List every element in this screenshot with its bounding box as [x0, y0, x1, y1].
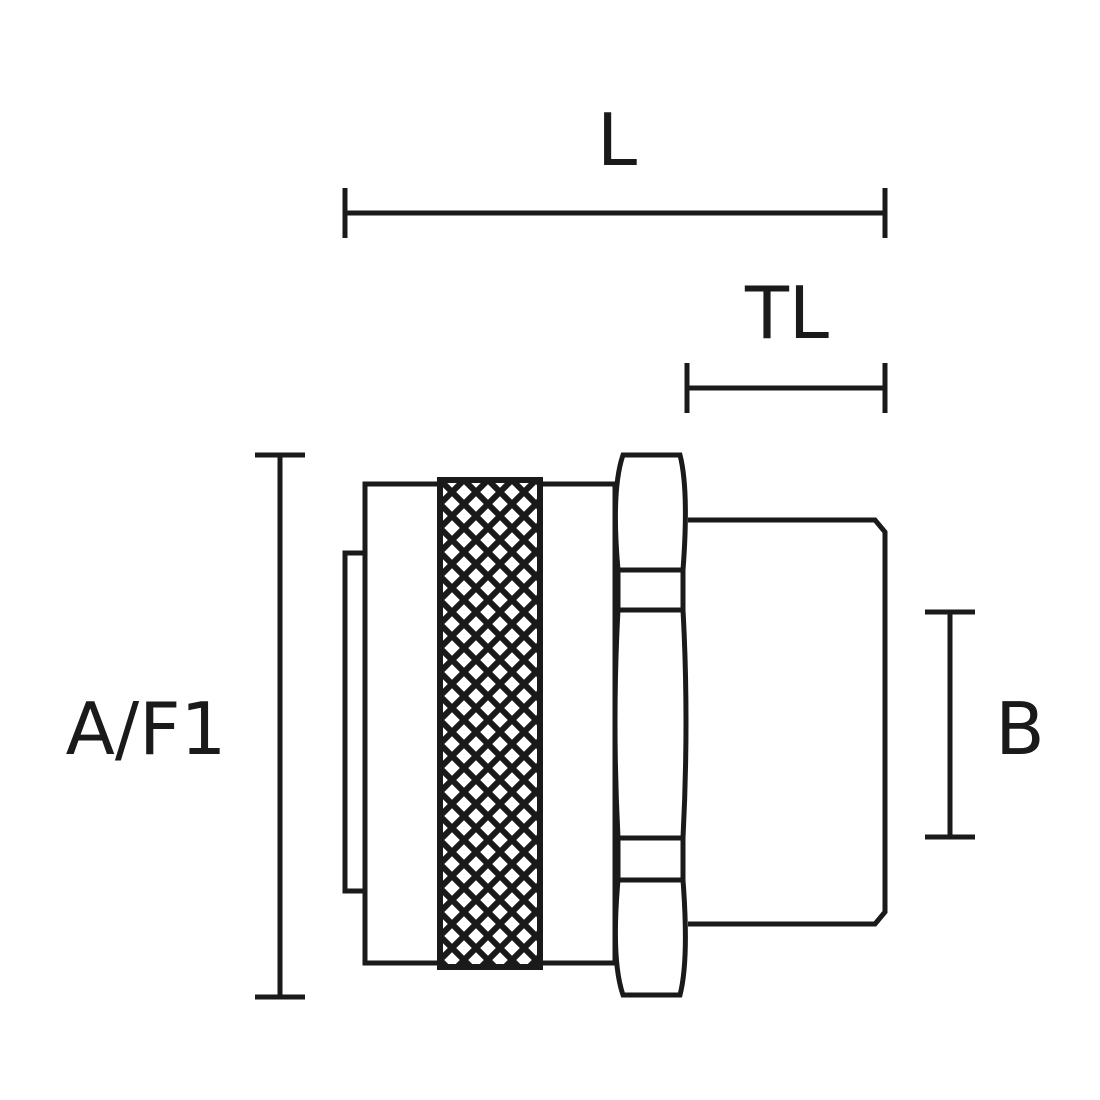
- dimension-line-af1: [255, 452, 305, 1000]
- dim-label-b: B: [995, 687, 1044, 771]
- dimension-line-l: [342, 188, 888, 238]
- fitting-body: [342, 452, 888, 998]
- hex-section: [612, 452, 689, 998]
- dimension-line-b: [925, 609, 975, 840]
- threaded-tail: [688, 517, 888, 927]
- end-collar: [342, 550, 368, 894]
- dim-label-af1: A/F1: [66, 687, 227, 771]
- knurled-band: [437, 477, 543, 970]
- dim-label-l: L: [597, 98, 637, 182]
- dim-label-tl: TL: [744, 271, 829, 355]
- dimension-line-tl: [684, 363, 888, 413]
